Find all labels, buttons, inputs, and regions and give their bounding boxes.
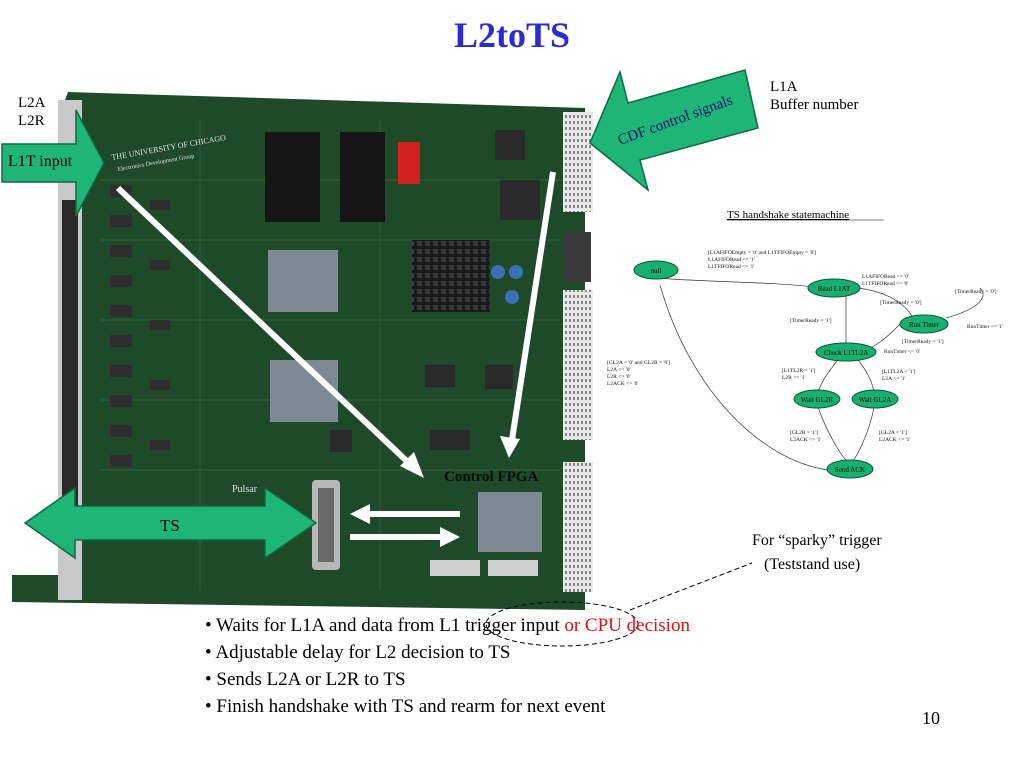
- svg-text:[TimerReady = '0']: [TimerReady = '0']: [955, 289, 997, 295]
- fpga-chip-1: [268, 250, 338, 312]
- svg-text:L2ACK <= '1': L2ACK <= '1': [879, 437, 910, 443]
- chip-top-right: [500, 180, 540, 220]
- connector-top-2: [340, 132, 385, 222]
- svg-text:[L1AFIFOEmpty = '0' and L1TFIF: [L1AFIFOEmpty = '0' and L1TFIFOEmpty = '…: [708, 250, 816, 256]
- slide-title: L2toTS: [453, 15, 571, 55]
- state-send-ack: [826, 459, 874, 479]
- state-read-l1at: [807, 278, 861, 298]
- l2r-label: L2R: [18, 113, 45, 129]
- svg-text:[GL2A = '1']: [GL2A = '1']: [879, 430, 907, 436]
- svg-text:Wait GL2R: Wait GL2R: [801, 396, 834, 404]
- bullet-item: • Adjustable delay for L2 decision to TS: [205, 642, 511, 663]
- bullet-list: • Waits for L1A and data from L1 trigger…: [205, 612, 690, 720]
- control-fpga-label: Control FPGA: [444, 469, 538, 485]
- svg-text:[GL2R = '1']: [GL2R = '1']: [790, 430, 818, 436]
- connector-top-1: [265, 132, 320, 222]
- l1t-input-arrow: [1, 109, 105, 217]
- svg-text:Send ACK: Send ACK: [835, 466, 865, 474]
- page-number: 10: [922, 708, 940, 728]
- buffer-number-label: Buffer number: [770, 97, 859, 113]
- state-check-l1tl2a: [815, 342, 877, 362]
- sparky-label: For “sparky” trigger: [752, 532, 882, 549]
- svg-text:[GL2A = '0' and GL2R = '0']: [GL2A = '0' and GL2R = '0']: [607, 360, 670, 366]
- edge-connector-mid: [563, 290, 593, 440]
- svg-text:L1TFIFORead <= '0': L1TFIFORead <= '0': [862, 281, 908, 287]
- dashed-connector: [629, 562, 753, 611]
- silkscreen-pulsar: Pulsar: [232, 484, 258, 495]
- l1a-label: L1A: [770, 79, 798, 95]
- svg-text:L1AFIFORead <= '1': L1AFIFORead <= '1': [708, 257, 755, 263]
- svg-text:L2ACK <= '1': L2ACK <= '1': [790, 437, 821, 443]
- edge-connector-bottom: [563, 462, 593, 592]
- svg-text:L2R <= '0': L2R <= '0': [607, 374, 630, 380]
- bullet-item: • Finish handshake with TS and rearm for…: [205, 696, 606, 717]
- teststand-label: (Teststand use): [764, 556, 861, 573]
- state-wait-gl2r: [793, 389, 841, 409]
- svg-text:L2ACK <= '0': L2ACK <= '0': [607, 381, 638, 387]
- l2a-label: L2A: [18, 95, 46, 111]
- svg-text:L1TFIFORead <= '1': L1TFIFORead <= '1': [708, 264, 754, 270]
- svg-text:Read L1AT: Read L1AT: [818, 285, 851, 293]
- svg-text:[TimerReady = '1']: [TimerReady = '1']: [790, 318, 832, 324]
- dip-switch: [398, 142, 420, 184]
- svg-text:[TimerReady = '1']: [TimerReady = '1']: [902, 339, 944, 345]
- svg-text:RunTimer <= '0': RunTimer <= '0': [884, 349, 920, 355]
- svg-text:[L1TL2A = '1']: [L1TL2A = '1']: [882, 369, 916, 375]
- svg-text:Run Timer: Run Timer: [909, 321, 940, 329]
- cdf-control-arrow: [589, 69, 759, 193]
- state-run-timer: [899, 314, 949, 334]
- l1t-input-label: L1T input: [8, 153, 73, 170]
- state-null: [633, 260, 679, 280]
- svg-text:L2A <= '1': L2A <= '1': [882, 376, 905, 382]
- svg-text:L2A <= '0': L2A <= '0': [607, 367, 630, 373]
- svg-text:null: null: [651, 267, 662, 275]
- svg-text:[TimerReady = '0']: [TimerReady = '0']: [880, 300, 922, 306]
- bullet-item: • Sends L2A or L2R to TS: [205, 669, 406, 690]
- ts-label: TS: [160, 516, 180, 535]
- bullet-item: • Waits for L1A and data from L1 trigger…: [205, 615, 690, 636]
- edge-connector-top: [563, 112, 593, 212]
- heatsink: [412, 240, 490, 312]
- statemachine-diagram: TS handshake statemachine null Read L1AT…: [607, 209, 1003, 479]
- ts-double-arrow: [23, 486, 318, 560]
- svg-text:L1AFIFORead <= '0': L1AFIFORead <= '0': [862, 274, 909, 280]
- svg-text:Check L1TL2A: Check L1TL2A: [824, 349, 869, 357]
- svg-text:Wait GL2A: Wait GL2A: [859, 396, 892, 404]
- highlight-ellipse: [485, 601, 639, 647]
- state-wait-gl2a: [851, 389, 899, 409]
- control-fpga-chip: [478, 492, 542, 552]
- svg-text:RunTimer <= '1': RunTimer <= '1': [967, 324, 1003, 330]
- statemachine-title: TS handshake statemachine: [727, 209, 849, 221]
- fpga-chip-2: [270, 360, 338, 422]
- svg-text:[L1TL2R = '1']: [L1TL2R = '1']: [782, 368, 816, 374]
- signal-arrows: [115, 171, 556, 547]
- svg-text:L2R <= '1': L2R <= '1': [782, 375, 805, 381]
